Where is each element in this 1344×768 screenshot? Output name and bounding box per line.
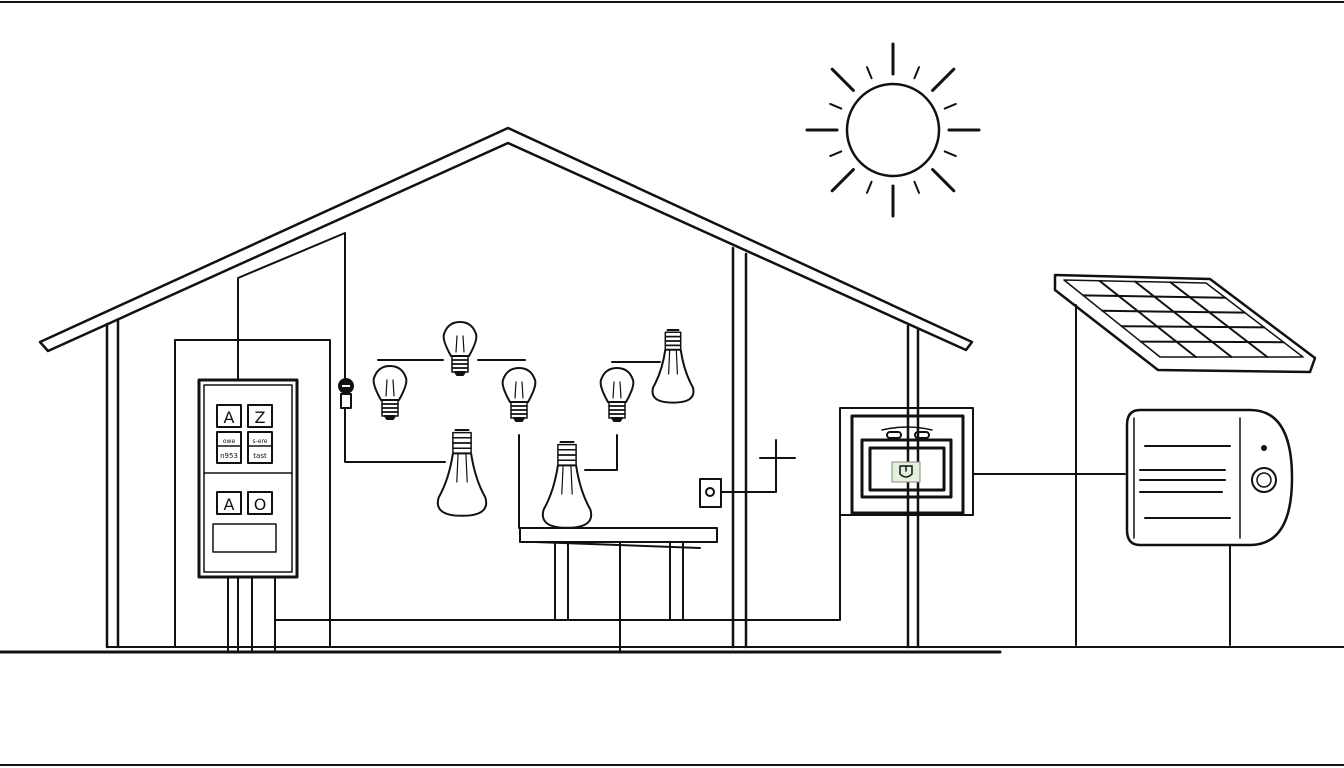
svg-text:Z: Z bbox=[255, 408, 266, 427]
power-outlet-icon[interactable] bbox=[699, 478, 722, 508]
svg-text:O: O bbox=[254, 495, 267, 514]
svg-text:tast: tast bbox=[253, 452, 267, 460]
thermostat-screen bbox=[891, 461, 921, 483]
house-roof bbox=[38, 126, 974, 353]
svg-text:A: A bbox=[224, 408, 235, 427]
light-bulb-icon[interactable] bbox=[442, 321, 478, 376]
light-bulb-icon[interactable] bbox=[651, 329, 695, 404]
table bbox=[519, 527, 718, 621]
light-bulb-icon[interactable] bbox=[372, 365, 408, 420]
thermostat-icon[interactable] bbox=[839, 407, 974, 516]
light-bulb-icon[interactable] bbox=[599, 367, 635, 422]
light-bulb-icon[interactable] bbox=[436, 429, 488, 517]
panel-display bbox=[212, 523, 277, 553]
electrical-panel[interactable]: A Z owe s-ere n953 tast A O bbox=[197, 378, 299, 579]
inverter-icon[interactable] bbox=[1125, 408, 1294, 646]
breaker-a[interactable]: A bbox=[216, 404, 242, 428]
breaker-o[interactable]: O bbox=[247, 491, 273, 515]
sun-icon bbox=[805, 42, 981, 218]
svg-text:A: A bbox=[224, 495, 235, 514]
light-bulb-icon[interactable] bbox=[541, 441, 593, 529]
panel-conduits bbox=[227, 576, 276, 651]
svg-text:s-ere: s-ere bbox=[252, 438, 267, 445]
breaker-a-lower[interactable]: A bbox=[216, 491, 242, 515]
svg-text:n953: n953 bbox=[220, 452, 238, 460]
wiring bbox=[237, 232, 1126, 653]
solar-panel-icon bbox=[1053, 273, 1317, 646]
light-bulb-icon[interactable] bbox=[501, 367, 537, 422]
switch-icon[interactable] bbox=[338, 378, 354, 409]
svg-text:owe: owe bbox=[223, 438, 236, 445]
breaker-z[interactable]: Z bbox=[247, 404, 273, 428]
